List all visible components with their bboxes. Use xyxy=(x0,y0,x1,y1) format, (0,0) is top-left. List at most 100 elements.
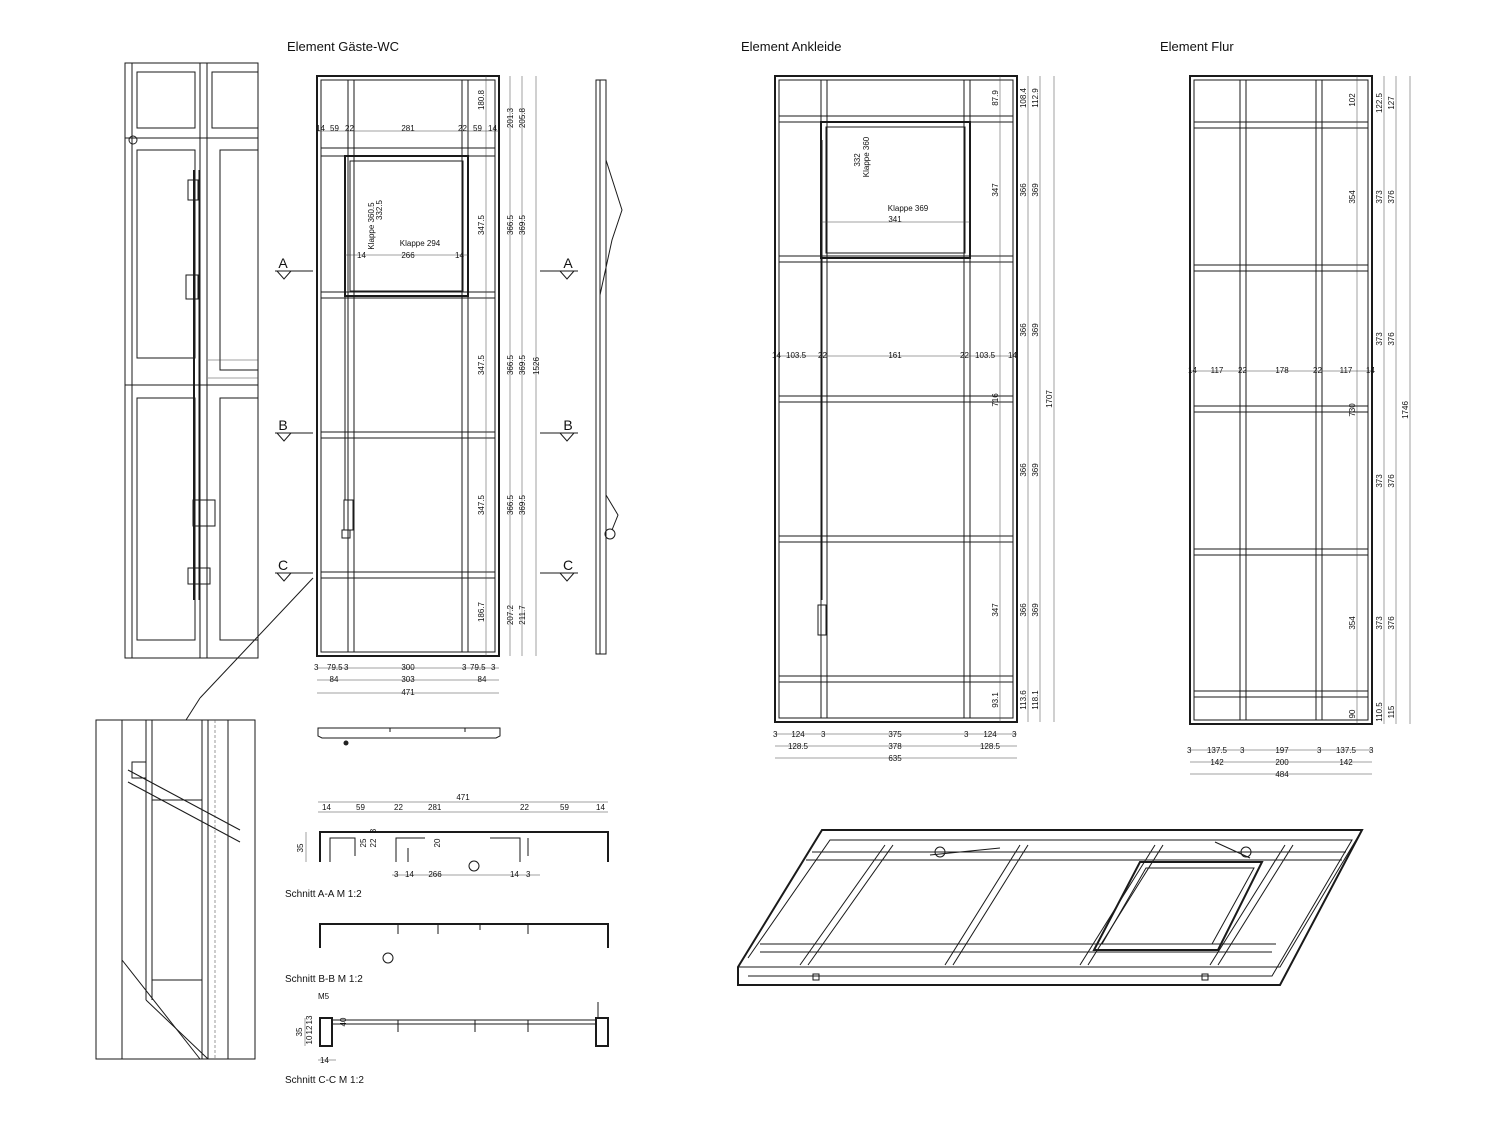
ank-rb-4: 366 xyxy=(1019,603,1028,617)
ank-b2-2: 128.5 xyxy=(980,742,1001,751)
wc-klappe-bottom-right: 14 xyxy=(455,251,464,260)
ank-rc-5: 118.1 xyxy=(1031,690,1040,710)
marker-c-right: C xyxy=(563,557,573,573)
flur-mid-4: 22 xyxy=(1313,366,1322,375)
aa-top-1: 59 xyxy=(356,803,365,812)
flur-ra-1: 354 xyxy=(1348,190,1357,204)
ank-klappe-inner-h: 332 xyxy=(853,153,862,167)
cc-h40: 40 xyxy=(339,1017,348,1026)
title-wc: Element Gäste-WC xyxy=(287,39,399,54)
wc-elevation: Klappe 360.5 332.5 Klappe 294 14 266 14 … xyxy=(314,75,541,697)
ank-klappe-inner-w: 341 xyxy=(888,215,902,224)
wc-bot1-d5: 79.5 xyxy=(470,663,486,672)
flur-rb-2: 373 xyxy=(1375,332,1384,346)
ank-rc-4: 369 xyxy=(1031,603,1040,617)
flur-rc-4: 376 xyxy=(1387,616,1396,630)
title-ankleide: Element Ankleide xyxy=(741,39,841,54)
ank-rb-5: 113.6 xyxy=(1019,690,1028,710)
aa-top-0: 14 xyxy=(322,803,331,812)
aa-bot-3: 14 xyxy=(510,870,519,879)
flur-mid-5: 117 xyxy=(1340,366,1353,375)
wc-bot1-d6: 3 xyxy=(491,663,496,672)
wc-right-c2: 369.5 xyxy=(518,354,527,375)
wc-top-d5: 59 xyxy=(473,124,482,133)
ank-b1-3: 375 xyxy=(888,730,902,739)
aa-mid-h: 20 xyxy=(433,838,442,847)
flur-mid-3: 178 xyxy=(1275,366,1289,375)
wc-bot1-d0: 3 xyxy=(314,663,319,672)
wc-right-a2: 347.5 xyxy=(477,354,486,375)
wc-top-d6: 14 xyxy=(488,124,497,133)
ank-ra-1: 347 xyxy=(991,183,1000,197)
wc-right-b0: 201.3 xyxy=(506,107,515,128)
cc-stack-2: 13 xyxy=(305,1015,314,1024)
aa-inner-2: 3 xyxy=(369,828,378,833)
flur-mid-1: 117 xyxy=(1211,366,1224,375)
flur-b1-6: 3 xyxy=(1369,746,1374,755)
aa-total: 471 xyxy=(456,793,470,802)
aa-left-h: 35 xyxy=(296,843,305,852)
flur-b1-2: 3 xyxy=(1240,746,1245,755)
wc-klappe-height: Klappe 360.5 xyxy=(367,202,376,250)
ank-total-h: 1707 xyxy=(1045,390,1054,408)
cc-m5: M5 xyxy=(318,992,330,1001)
flur-rc-5: 115 xyxy=(1387,705,1396,718)
ank-rb-0: 108.4 xyxy=(1019,87,1028,108)
caption-aa: Schnitt A-A M 1:2 xyxy=(285,889,362,900)
wc-right-b1: 366.5 xyxy=(506,214,515,235)
ank-mid-0: 14 xyxy=(772,351,781,360)
section-cc: M5 35 40 10 12 13 14 Schnitt C-C M 1:2 xyxy=(285,992,609,1086)
marker-b-right: B xyxy=(563,417,572,433)
wc-right-b4: 207.2 xyxy=(506,604,515,625)
marker-a-left: A xyxy=(278,255,288,271)
section-aa: 471 14 59 22 281 22 59 14 35 25 22 3 20 … xyxy=(285,793,609,900)
ank-b1-5: 124 xyxy=(983,730,997,739)
ank-mid-4: 22 xyxy=(960,351,969,360)
aa-inner-1: 22 xyxy=(369,838,378,847)
section-markers: A A B B C C xyxy=(275,255,578,582)
ank-b1-6: 3 xyxy=(1012,730,1017,739)
wc-bot1-d1: 79.5 xyxy=(327,663,343,672)
ank-ra-3: 347 xyxy=(991,603,1000,617)
wc-right-a3: 347.5 xyxy=(477,494,486,515)
marker-b-left: B xyxy=(278,417,287,433)
cc-stack-0: 10 xyxy=(305,1035,314,1044)
aa-bot-4: 3 xyxy=(526,870,531,879)
wc-bottom-total: 471 xyxy=(401,688,415,697)
flur-bottom-total: 484 xyxy=(1275,770,1289,779)
ank-b1-4: 3 xyxy=(964,730,969,739)
aa-top-5: 59 xyxy=(560,803,569,812)
ank-mid-5: 103.5 xyxy=(975,351,996,360)
aa-bot-0: 3 xyxy=(394,870,399,879)
flur-rc-1: 376 xyxy=(1387,190,1396,204)
wc-top-d3: 281 xyxy=(401,124,415,133)
flur-rb-4: 373 xyxy=(1375,616,1384,630)
marker-a-right: A xyxy=(563,255,573,271)
aa-top-4: 22 xyxy=(520,803,529,812)
flur-rb-5: 110.5 xyxy=(1375,702,1384,722)
aa-bot-1: 14 xyxy=(405,870,414,879)
flur-mid-6: 14 xyxy=(1366,366,1375,375)
wc-right-c3: 369.5 xyxy=(518,494,527,515)
section-bb: Schnitt B-B M 1:2 xyxy=(285,923,609,985)
flur-total-h: 1746 xyxy=(1401,401,1410,419)
flur-b2-2: 142 xyxy=(1339,758,1353,767)
flur-b2-0: 142 xyxy=(1210,758,1224,767)
flur-mid-2: 22 xyxy=(1238,366,1247,375)
flur-rb-3: 373 xyxy=(1375,474,1384,488)
flur-ra-2: 730 xyxy=(1348,403,1357,417)
ank-ra-2: 716 xyxy=(991,393,1000,407)
ank-b2-0: 128.5 xyxy=(788,742,809,751)
ank-rb-2: 366 xyxy=(1019,323,1028,337)
flur-mid-0: 14 xyxy=(1188,366,1197,375)
ank-mid-1: 103.5 xyxy=(786,351,807,360)
ank-b1-2: 3 xyxy=(821,730,826,739)
ank-mid-6: 14 xyxy=(1008,351,1017,360)
title-flur: Element Flur xyxy=(1160,39,1234,54)
wc-klappe-width: Klappe 294 xyxy=(400,239,441,248)
caption-cc: Schnitt C-C M 1:2 xyxy=(285,1075,364,1086)
flur-b1-5: 137.5 xyxy=(1336,746,1357,755)
ank-rc-0: 112.9 xyxy=(1031,88,1040,108)
wc-bot2-d2: 84 xyxy=(478,675,487,684)
wc-right-b2: 366.5 xyxy=(506,354,515,375)
